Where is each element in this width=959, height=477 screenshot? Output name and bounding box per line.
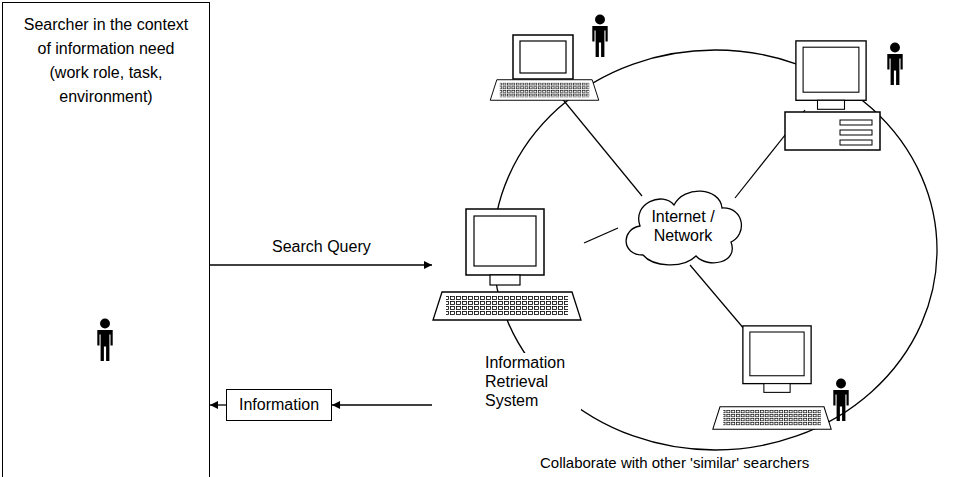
person-icon [97, 319, 112, 361]
laptop-computer [490, 35, 599, 100]
desktop-computer [785, 41, 880, 150]
information-box: Information [226, 389, 332, 421]
person-icon [592, 15, 607, 57]
node-text: Searcher in the context of information n… [19, 13, 193, 109]
connector-arrow [332, 404, 432, 405]
caption-note: Collaborate with other 'similar' searche… [540, 453, 809, 473]
node-text: Internet / Network [640, 207, 726, 245]
connector-arrow [210, 264, 432, 265]
connector-arrow [584, 228, 618, 243]
retrieval-system-node: Information Retrieval System [432, 203, 584, 410]
cloud-outline [618, 183, 748, 268]
workstation-computer [713, 326, 831, 429]
edge-label: Search Query [270, 237, 373, 257]
node-text: Information [239, 395, 319, 415]
person-icon [887, 43, 902, 85]
network-cloud: Internet / Network [618, 183, 748, 268]
computer-icon [432, 203, 584, 323]
searcher-context-box: Searcher in the context of information n… [2, 2, 210, 477]
connector-arrow [210, 404, 226, 405]
person-icon [833, 379, 848, 421]
node-text: Information Retrieval System [485, 353, 581, 410]
network-links [560, 96, 805, 330]
